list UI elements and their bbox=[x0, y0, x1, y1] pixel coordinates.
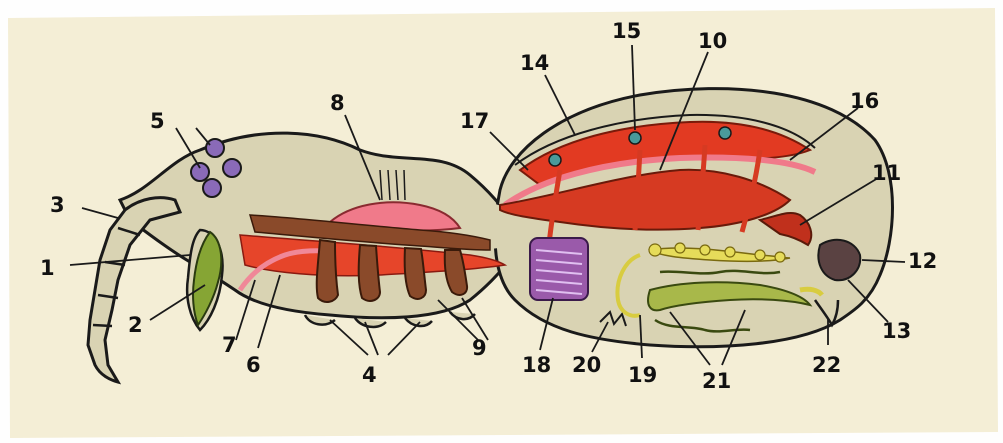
label-6: 6 bbox=[246, 353, 261, 377]
label-4: 4 bbox=[362, 363, 377, 387]
label-20: 20 bbox=[572, 353, 601, 377]
eye bbox=[206, 139, 224, 157]
label-21: 21 bbox=[702, 369, 731, 393]
eye bbox=[223, 159, 241, 177]
eye bbox=[203, 179, 221, 197]
label-17: 17 bbox=[460, 109, 489, 133]
label-3: 3 bbox=[50, 193, 65, 217]
label-14: 14 bbox=[520, 51, 549, 75]
label-2: 2 bbox=[128, 313, 143, 337]
label-22: 22 bbox=[812, 353, 841, 377]
stercoral-pocket bbox=[818, 240, 860, 280]
label-13: 13 bbox=[882, 319, 911, 343]
label-16: 16 bbox=[850, 89, 879, 113]
label-18: 18 bbox=[522, 353, 551, 377]
label-10: 10 bbox=[698, 29, 727, 53]
eye bbox=[191, 163, 209, 181]
label-5: 5 bbox=[150, 109, 165, 133]
label-11: 11 bbox=[872, 161, 901, 185]
label-1: 1 bbox=[40, 256, 55, 280]
label-19: 19 bbox=[628, 363, 657, 387]
label-15: 15 bbox=[612, 19, 641, 43]
label-7: 7 bbox=[222, 333, 237, 357]
label-9: 9 bbox=[472, 336, 487, 360]
label-8: 8 bbox=[330, 91, 345, 115]
label-12: 12 bbox=[908, 249, 937, 273]
